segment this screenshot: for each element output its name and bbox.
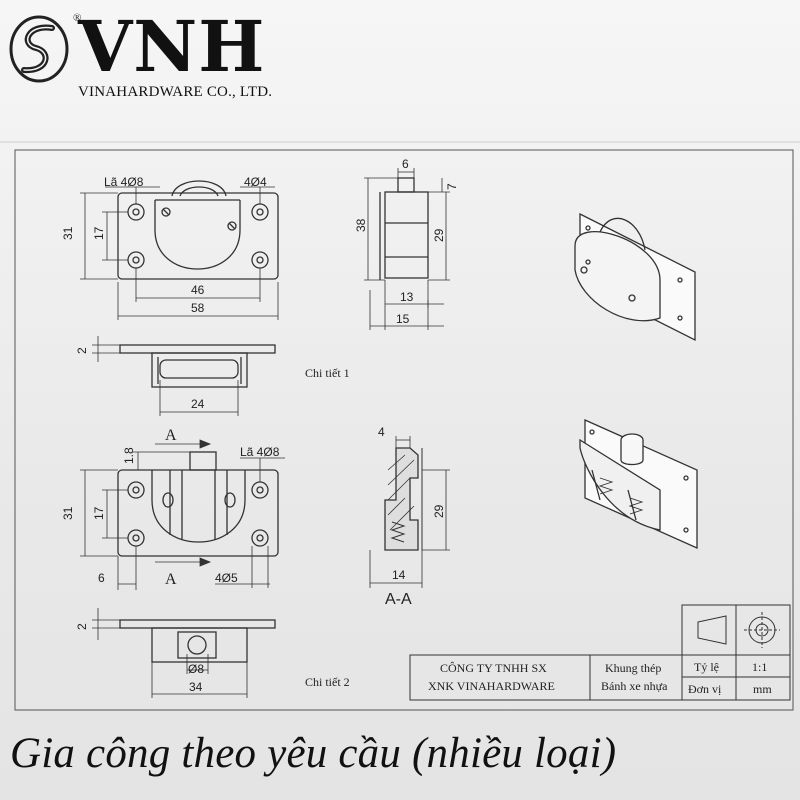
part1-isometric-view: [574, 212, 696, 342]
part2-dim-31: 31: [61, 506, 75, 520]
part1-side-dim-15: 15: [396, 312, 410, 326]
part1-dim-31: 31: [61, 226, 75, 240]
logo-swirl-icon: [9, 15, 69, 83]
part1-side-view: [379, 177, 429, 280]
part1-side-dim-13: 13: [400, 290, 414, 304]
part2-section-marker-bottom: A: [165, 571, 177, 588]
part1-bottom-dim-2: 2: [75, 347, 89, 354]
title-unit-value: mm: [753, 682, 772, 696]
part1-side-dim-6: 6: [402, 157, 409, 171]
title-company-line2: XNK VINAHARDWARE: [428, 679, 555, 693]
part1-front-view: [117, 180, 279, 280]
title-desc-line1: Khung thép: [605, 661, 661, 675]
brand-name: VNH: [78, 5, 266, 88]
part1-hole-label-left: Lã 4Ø8: [104, 175, 144, 189]
title-desc-line2: Bánh xe nhựa: [601, 679, 668, 693]
company-logo: ® VNH VINAHARDWARE CO., LTD.: [8, 10, 308, 100]
part2-bottom-dim-d8: Ø8: [188, 662, 204, 676]
part2-sect-dim-4: 4: [378, 425, 385, 439]
part2-bottom-dim-2: 2: [75, 623, 89, 630]
part2-hole-label: Lã 4Ø8: [240, 445, 280, 459]
part2-front-view: [117, 451, 279, 557]
part2-dim-6: 6: [98, 571, 105, 585]
part2-sect-dim-14: 14: [392, 568, 406, 582]
part2-label: Chi tiết 2: [305, 675, 350, 689]
part2-section-marker-top: A: [165, 427, 177, 444]
part2-sect-dim-29: 29: [432, 504, 446, 518]
part1-label: Chi tiết 1: [305, 366, 350, 380]
part1-side-dim-7: 7: [445, 183, 459, 190]
part1-dim-46: 46: [191, 283, 205, 297]
company-name: VINAHARDWARE CO., LTD.: [78, 84, 273, 100]
part1-dim-58: 58: [191, 301, 205, 315]
part1-hole-label-right: 4Ø4: [244, 175, 267, 189]
part1-dim-17: 17: [92, 226, 106, 240]
part2-section-view: [384, 447, 423, 551]
part2-bottom-dim-34: 34: [189, 680, 203, 694]
part2-dim-4d5: 4Ø5: [215, 571, 238, 585]
caption: Gia công theo yêu cầu (nhiều loại): [10, 730, 617, 777]
part1-side-dim-29: 29: [432, 228, 446, 242]
title-block: [409, 604, 791, 701]
part2-dim-1-8: 1.8: [122, 447, 136, 464]
title-scale-label: Tỷ lệ: [694, 660, 719, 674]
title-company-line1: CÔNG TY TNHH SX: [440, 661, 547, 675]
part2-isometric-view: [579, 418, 698, 550]
part2-bottom-view: [119, 619, 276, 663]
part1-bottom-dim-24: 24: [191, 397, 205, 411]
drawing-frame: [14, 149, 794, 711]
part2-section-label: A-A: [385, 591, 412, 608]
part1-side-dim-38: 38: [354, 218, 368, 232]
title-unit-label: Đơn vị: [688, 682, 722, 696]
part2-dim-17: 17: [92, 506, 106, 520]
registered-mark: ®: [73, 12, 82, 24]
part1-bottom-view: [119, 344, 276, 388]
title-scale-value: 1:1: [752, 660, 767, 674]
